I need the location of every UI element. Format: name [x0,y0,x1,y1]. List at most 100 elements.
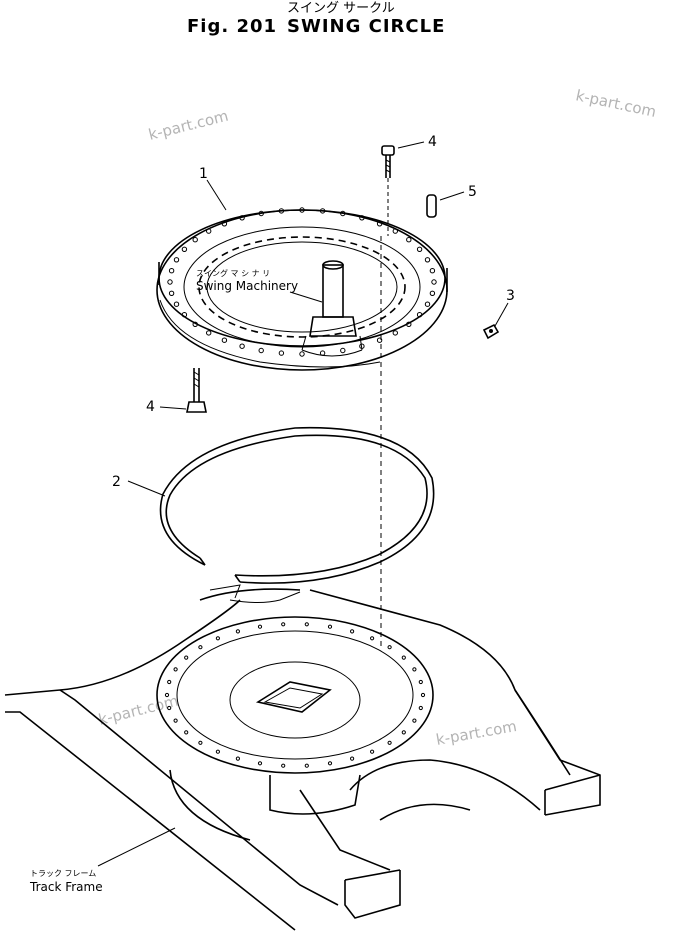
dowel-pin [426,194,437,218]
bolt-hole [327,624,333,629]
bolt-hole [424,257,431,263]
swing-machinery-label-jp: スイング マ シ ナ リ [196,268,270,278]
bolt-hole [258,210,264,217]
bolt-hole [412,718,417,723]
bolt-hole [304,622,309,627]
bolt-hole [198,645,203,650]
bolt-hole [173,718,178,723]
bolt-hole [376,221,383,227]
bolt-hole [215,636,220,641]
bolt-hole [206,330,212,336]
bolt-hole [418,705,423,711]
bolt-hole [424,301,431,307]
grease-fitting [482,323,500,340]
bolt-hole [198,740,203,745]
bolt-hole [278,208,285,214]
track-frame-label: Track Frame [29,880,103,894]
swing-circle-bearing [156,207,448,371]
bolt-hole [387,645,392,650]
bolt-hole [164,692,170,698]
bolt-hole [370,636,375,641]
bolt-hole [181,312,188,318]
track-frame [4,584,601,931]
bolt-hole [406,237,412,243]
bolt-hole [429,290,436,296]
bolt-hole [184,730,189,735]
bolt-hole [359,215,365,221]
bolt-hole [304,763,309,768]
watermark-text: k-part.com [147,107,231,144]
bolt-hole [278,350,285,356]
bolt-hole [431,279,437,285]
bolt-hole [173,301,180,307]
bolt-hole [299,207,305,213]
bolt-hole [184,655,189,660]
bolt-hole [167,279,173,285]
figure-title: SWING CIRCLE [287,16,445,37]
bolt-left [186,368,207,413]
bolt-hole [168,268,175,274]
plate-bolt-holes [164,622,426,768]
bolt-hole [418,679,423,685]
bolt-hole [258,347,264,354]
bolt-hole [239,343,245,349]
bolt-hole [412,667,417,672]
bolt-hole [340,210,346,217]
bolt-hole [221,337,228,343]
callout-4-left: 4 [146,399,155,415]
bolt-hole [376,337,383,343]
bolt-hole [235,629,240,634]
bolt-hole [167,705,172,711]
bolt-hole [168,290,175,296]
bolt-hole [401,655,406,660]
bolt-hole [327,761,333,766]
swing-machinery-label: Swing Machinery [196,279,298,293]
bolt-hole [192,237,198,243]
watermark-text: k-part.com [97,692,181,729]
callout-2: 2 [112,474,121,490]
bolt-hole [257,624,263,629]
bolt-hole [416,246,423,253]
bolt-hole [167,679,172,685]
bolt-hole [221,221,228,227]
callout-3: 3 [506,288,515,304]
bolt-hole [429,268,436,274]
bolt-hole [281,622,286,627]
bolt-hole [319,350,326,356]
figure-number: Fig. 201 [187,16,277,37]
callout-4-top: 4 [428,134,437,150]
callout-1: 1 [199,166,208,182]
bolt-hole [387,740,392,745]
bolt-top [381,145,395,178]
bolt-hole [392,330,398,336]
track-frame-label-jp: トラック フレーム [30,869,96,878]
bolt-hole [340,347,346,354]
bolt-hole [192,321,198,327]
callout-5: 5 [468,184,477,200]
bolt-hole [173,257,180,263]
bolt-hole [173,667,178,672]
bolt-hole [420,692,426,698]
bolt-hole [215,749,220,754]
bolt-hole [370,749,375,754]
bolt-hole [235,756,240,761]
bolt-hole [299,351,305,357]
bolt-hole [350,756,355,761]
watermark-text: k-part.com [574,86,658,121]
bolt-hole [401,730,406,735]
swing-machinery-shaft [301,260,363,357]
bolt-hole [416,312,423,318]
bolt-hole [319,208,326,214]
bolt-hole [392,228,398,234]
bolt-hole [350,629,355,634]
bolt-hole [281,763,286,768]
bolt-holes [167,207,437,357]
bolt-hole [406,321,412,327]
watermark-text: k-part.com [435,717,519,749]
bolt-hole [181,246,188,253]
bolt-hole [206,228,212,234]
title-japanese: スイング サークル [287,1,395,16]
seal-ring [159,426,435,584]
